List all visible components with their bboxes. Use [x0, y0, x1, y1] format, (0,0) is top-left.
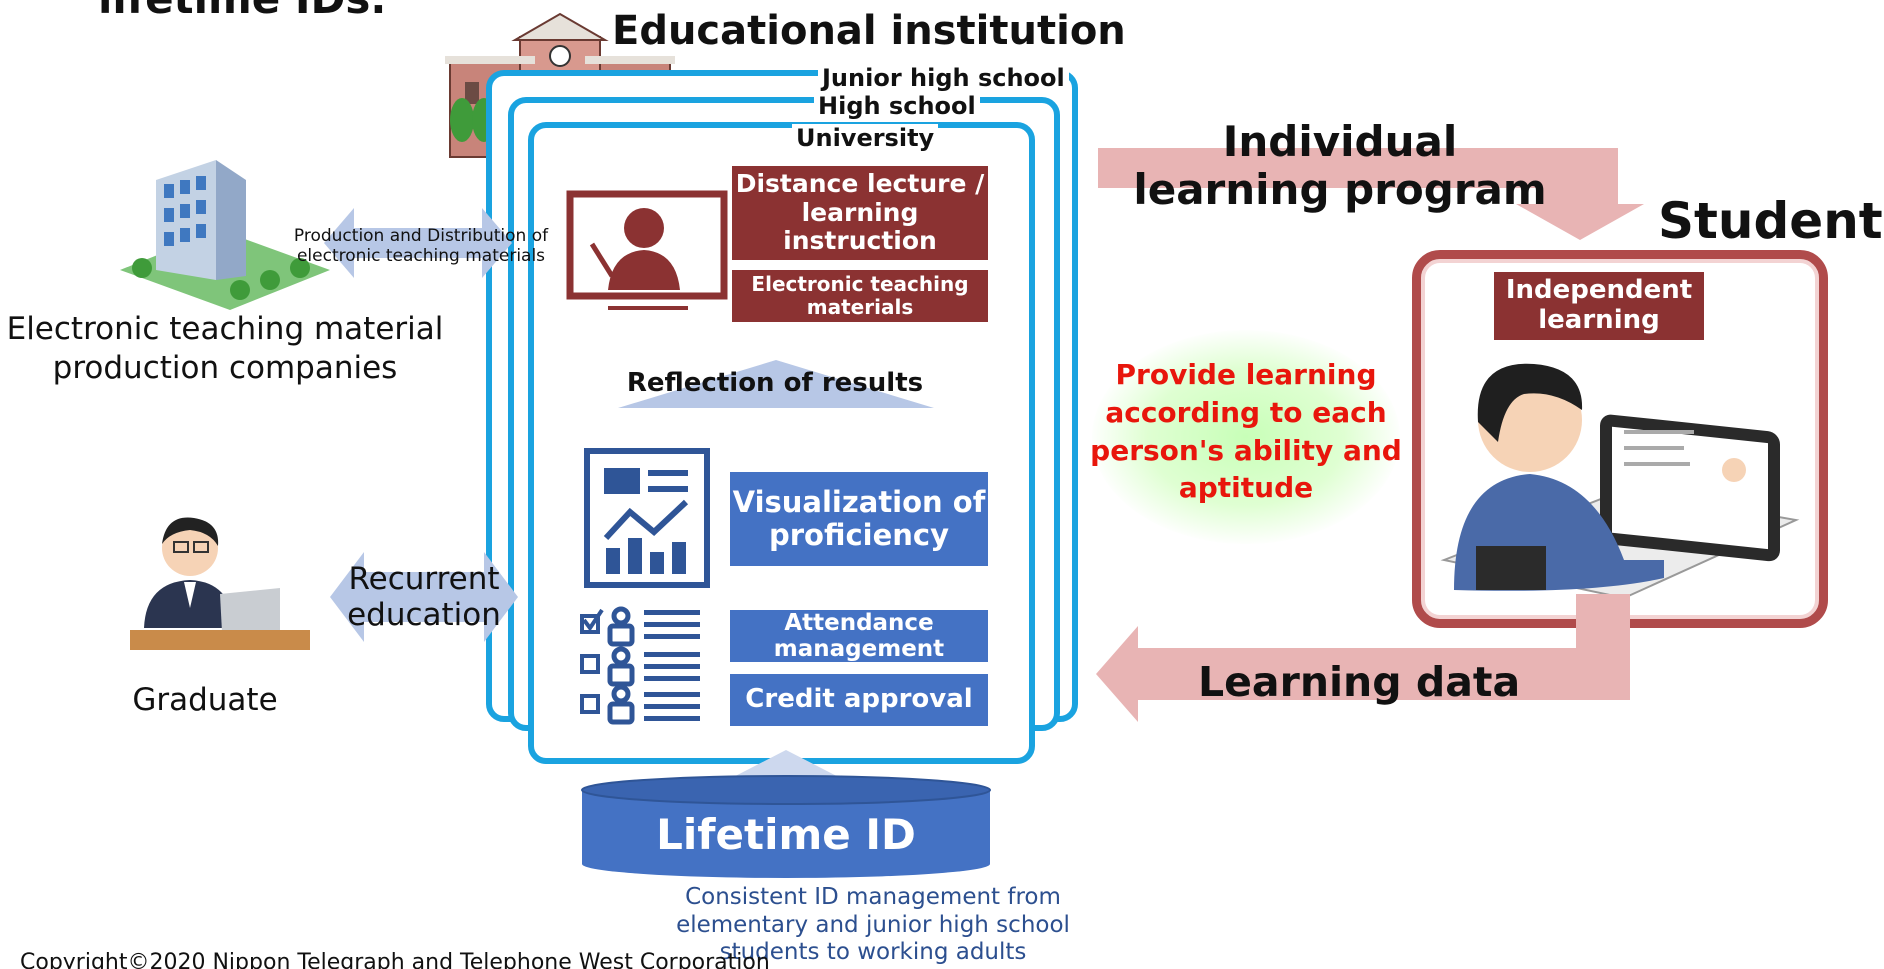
learning-data-label: Learning data: [1198, 658, 1521, 706]
graduate-label: Graduate: [132, 682, 278, 718]
highlight-glow: [1092, 330, 1400, 544]
electronic-materials-box: Electronic teaching materials: [732, 270, 988, 322]
lecture-monitor-icon: [566, 190, 728, 310]
learning-data-arrow: [1096, 594, 1630, 722]
visualization-box: Visualization of proficiency: [730, 472, 988, 566]
layer-high-school: High school: [814, 92, 980, 120]
lifetime-id-label: Lifetime ID: [656, 810, 916, 859]
student-title: Student: [1658, 192, 1883, 250]
lifetime-id-cylinder: [581, 750, 991, 878]
individual-program-arrow: [1098, 148, 1644, 240]
copyright-text: Copyright©2020 Nippon Telegraph and Tele…: [20, 950, 770, 969]
student-studying-icon: [1440, 363, 1800, 600]
analytics-chart-icon: [584, 448, 710, 588]
individual-program-label: Individual learning program: [1133, 117, 1547, 215]
credit-box: Credit approval: [730, 674, 988, 726]
office-building-icon: [120, 160, 330, 310]
checklist-icon: [580, 606, 700, 725]
attendance-box: Attendance management: [730, 610, 988, 662]
lifetime-id-caption: Consistent ID management from elementary…: [676, 884, 1070, 966]
distance-lecture-box: Distance lecture / learning instruction: [732, 166, 988, 260]
provide-learning-text: Provide learning according to each perso…: [1090, 358, 1402, 505]
recurrent-label: Recurrent education: [347, 561, 501, 633]
layer-junior-high: Junior high school: [818, 64, 1069, 92]
companies-label: Electronic teaching material production …: [6, 311, 444, 386]
production-arrow-label: Production and Distribution of electroni…: [293, 226, 549, 267]
reflection-label: Reflection of results: [626, 368, 924, 398]
recurrent-double-arrow: [330, 552, 518, 642]
independent-learning-box: Independent learning: [1494, 272, 1704, 340]
production-double-arrow: [324, 208, 512, 278]
institution-title: Educational institution: [612, 8, 1126, 54]
layer-university: University: [792, 124, 939, 152]
graduate-person-icon: [130, 517, 310, 650]
top-heading: lifetime IDs.: [98, 0, 386, 23]
reflection-arrow: [618, 360, 934, 408]
